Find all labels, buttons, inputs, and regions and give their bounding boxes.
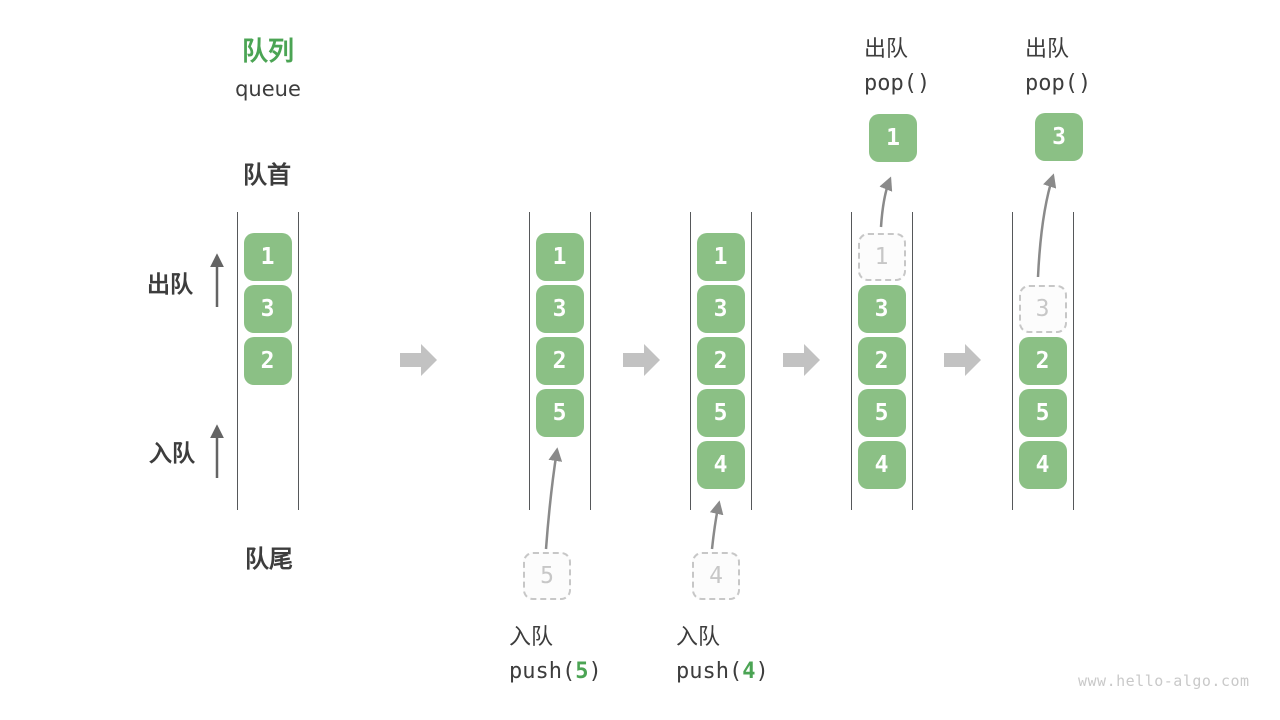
staged-item-5: 5 <box>523 552 571 600</box>
staged-item-4: 4 <box>692 552 740 600</box>
queue-item: 2 <box>243 337 292 385</box>
queue-item: 2 <box>1018 337 1067 385</box>
queue-item-ghost: 1 <box>857 233 906 281</box>
queue-rear-label: 队尾 <box>245 545 293 573</box>
queue-front-label: 队首 <box>243 161 291 189</box>
push4-code: push(4) <box>676 659 769 684</box>
queue-item: 5 <box>535 389 584 437</box>
queue-item-ghost: 3 <box>1018 285 1067 333</box>
queue-state-pop1: 1 3 2 5 4 <box>851 212 913 510</box>
push5-fn: push( <box>509 659 576 684</box>
queue-item: 2 <box>857 337 906 385</box>
popped-item-1: 1 <box>869 114 917 162</box>
push5-action: 入队 <box>509 625 554 650</box>
queue-state-after-push4: 1 3 2 5 4 <box>690 212 752 510</box>
queue-item: 1 <box>696 233 745 281</box>
pop3-code: pop() <box>1025 71 1092 96</box>
pop1-code: pop() <box>864 71 931 96</box>
push4-fn: push( <box>676 659 743 684</box>
step-arrow-1 <box>400 344 437 376</box>
step-arrow-3 <box>783 344 820 376</box>
queue-item: 5 <box>696 389 745 437</box>
queue-item: 3 <box>535 285 584 333</box>
queue-item: 4 <box>857 441 906 489</box>
queue-state-initial: 1 3 2 <box>237 212 299 510</box>
title-zh: 队列 <box>241 37 294 67</box>
pop3-action: 出队 <box>1025 37 1070 62</box>
push5-code: push(5) <box>509 659 602 684</box>
push5-arg: 5 <box>575 659 589 684</box>
popped-item-3: 3 <box>1035 113 1083 161</box>
title-en: queue <box>235 77 301 101</box>
push4-label: 入队 push(4) <box>676 619 769 684</box>
queue-item: 2 <box>696 337 745 385</box>
push4-action: 入队 <box>676 625 721 650</box>
step-arrow-2 <box>623 344 660 376</box>
watermark: www.hello-algo.com <box>1078 672 1250 690</box>
queue-state-pop3: 3 2 5 4 <box>1012 212 1074 510</box>
queue-item: 5 <box>1018 389 1067 437</box>
queue-item: 4 <box>1018 441 1067 489</box>
push5-close: ) <box>588 659 602 684</box>
queue-item: 3 <box>696 285 745 333</box>
queue-item: 4 <box>696 441 745 489</box>
queue-item: 2 <box>535 337 584 385</box>
pop1-action: 出队 <box>864 37 909 62</box>
queue-state-after-push5: 1 3 2 5 <box>529 212 591 510</box>
push4-close: ) <box>755 659 769 684</box>
pop1-label: 出队 pop() <box>864 31 930 96</box>
push5-label: 入队 push(5) <box>509 619 602 684</box>
queue-item: 1 <box>243 233 292 281</box>
push4-arg: 4 <box>742 659 756 684</box>
dequeue-side-label: 出队 <box>147 272 193 298</box>
pop3-label: 出队 pop() <box>1025 31 1091 96</box>
queue-item: 3 <box>857 285 906 333</box>
queue-item: 1 <box>535 233 584 281</box>
step-arrow-4 <box>944 344 981 376</box>
queue-item: 3 <box>243 285 292 333</box>
enqueue-side-label: 入队 <box>149 441 195 467</box>
queue-item: 5 <box>857 389 906 437</box>
diagram-title: 队列 queue <box>210 31 326 101</box>
